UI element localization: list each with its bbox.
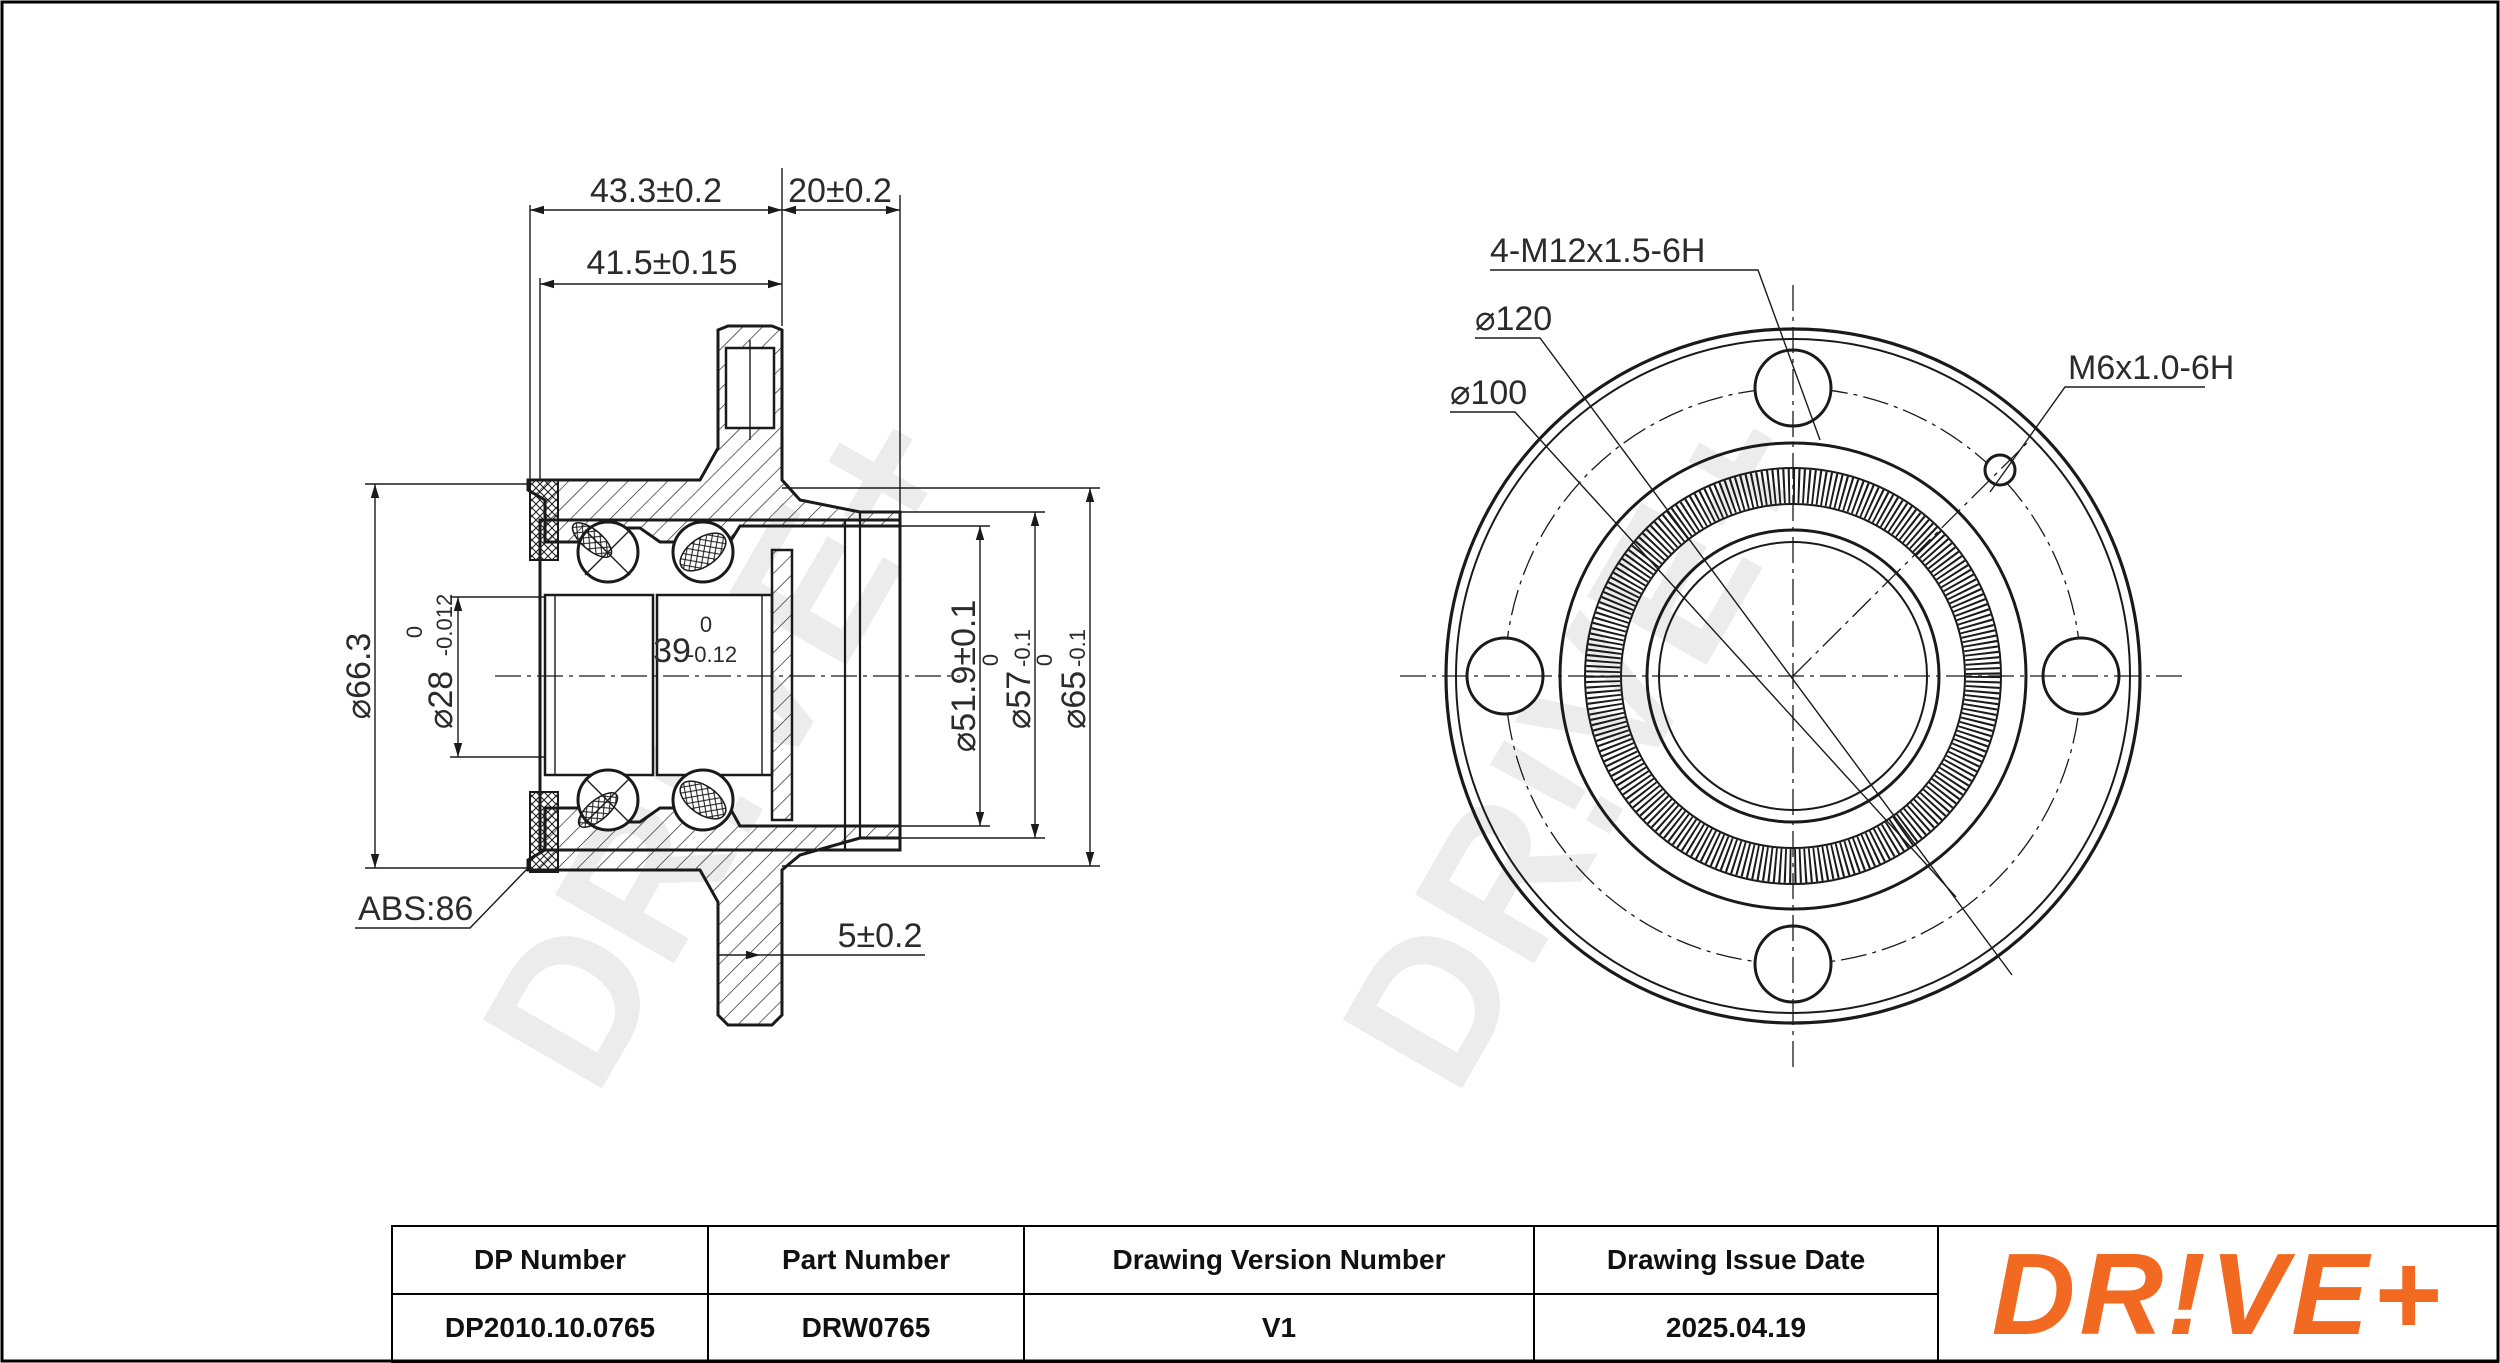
dim-pilot-57: ⌀57 [1000, 671, 1038, 729]
value-drawing-version: V1 [1023, 1293, 1535, 1363]
watermark-right: DR!VE+ [1299, 370, 1862, 1122]
header-drawing-version: Drawing Version Number [1023, 1225, 1535, 1295]
seal-upper [529, 479, 559, 561]
inner-ring-left [543, 593, 655, 777]
header-dp-number: DP Number [391, 1225, 709, 1295]
logo-cell: DR!VE+ [1937, 1225, 2499, 1363]
title-block: DP Number Part Number Drawing Version Nu… [391, 1225, 2499, 1363]
small-thread-label: M6x1.0-6H [2068, 349, 2234, 387]
pcd-outer-label: ⌀120 [1475, 300, 1552, 338]
inner-ring-right [655, 593, 774, 777]
dim-flange-thickness: 5±0.2 [838, 917, 923, 955]
dim-inner-width-tol-upper: 0 [700, 612, 712, 637]
pcd-inner-label: ⌀100 [1450, 374, 1527, 412]
dim-total-width: 43.3±0.2 [590, 172, 722, 210]
front-view: 4-M12x1.5-6H ⌀120 ⌀100 M6x1.0-6H [1400, 232, 2234, 1068]
dim-pilot-65: ⌀65 [1055, 671, 1093, 729]
side-section-view: 43.3±0.2 20±0.2 41.5±0.15 ⌀66.3 ⌀28 0 -0… [340, 168, 1100, 1027]
svg-text:DR!VE+: DR!VE+ [1299, 370, 1862, 1122]
dim-pilot-65-tol-upper: 0 [1032, 654, 1057, 666]
seal-lower [529, 791, 559, 873]
dim-pilot-51: ⌀51.9±0.1 [945, 600, 983, 753]
dim-flange-to-end: 20±0.2 [788, 172, 892, 210]
value-dp-number: DP2010.10.0765 [391, 1293, 709, 1363]
value-issue-date: 2025.04.19 [1533, 1293, 1939, 1363]
dim-bore: ⌀28 [422, 671, 460, 729]
drive-logo: DR!VE+ [1991, 1229, 2445, 1359]
dim-bearing-width: 41.5±0.15 [586, 244, 737, 282]
dim-bore-tol-lower: -0.012 [432, 594, 457, 656]
header-issue-date: Drawing Issue Date [1533, 1225, 1939, 1295]
dim-inner-width-tol-lower: -0.12 [687, 642, 737, 667]
dim-outer-diameter: ⌀66.3 [340, 633, 378, 720]
dim-pilot-65-tol-lower: -0.1 [1065, 629, 1090, 667]
dim-inner-width: 39 [653, 632, 691, 670]
abs-label: ABS:86 [358, 890, 473, 928]
thread-label: 4-M12x1.5-6H [1490, 232, 1705, 270]
value-part-number: DRW0765 [707, 1293, 1025, 1363]
header-part-number: Part Number [707, 1225, 1025, 1295]
dim-pilot-57-tol-lower: -0.1 [1010, 629, 1035, 667]
dim-bore-tol-upper: 0 [402, 626, 427, 638]
dim-pilot-57-tol-upper: 0 [978, 654, 1003, 666]
